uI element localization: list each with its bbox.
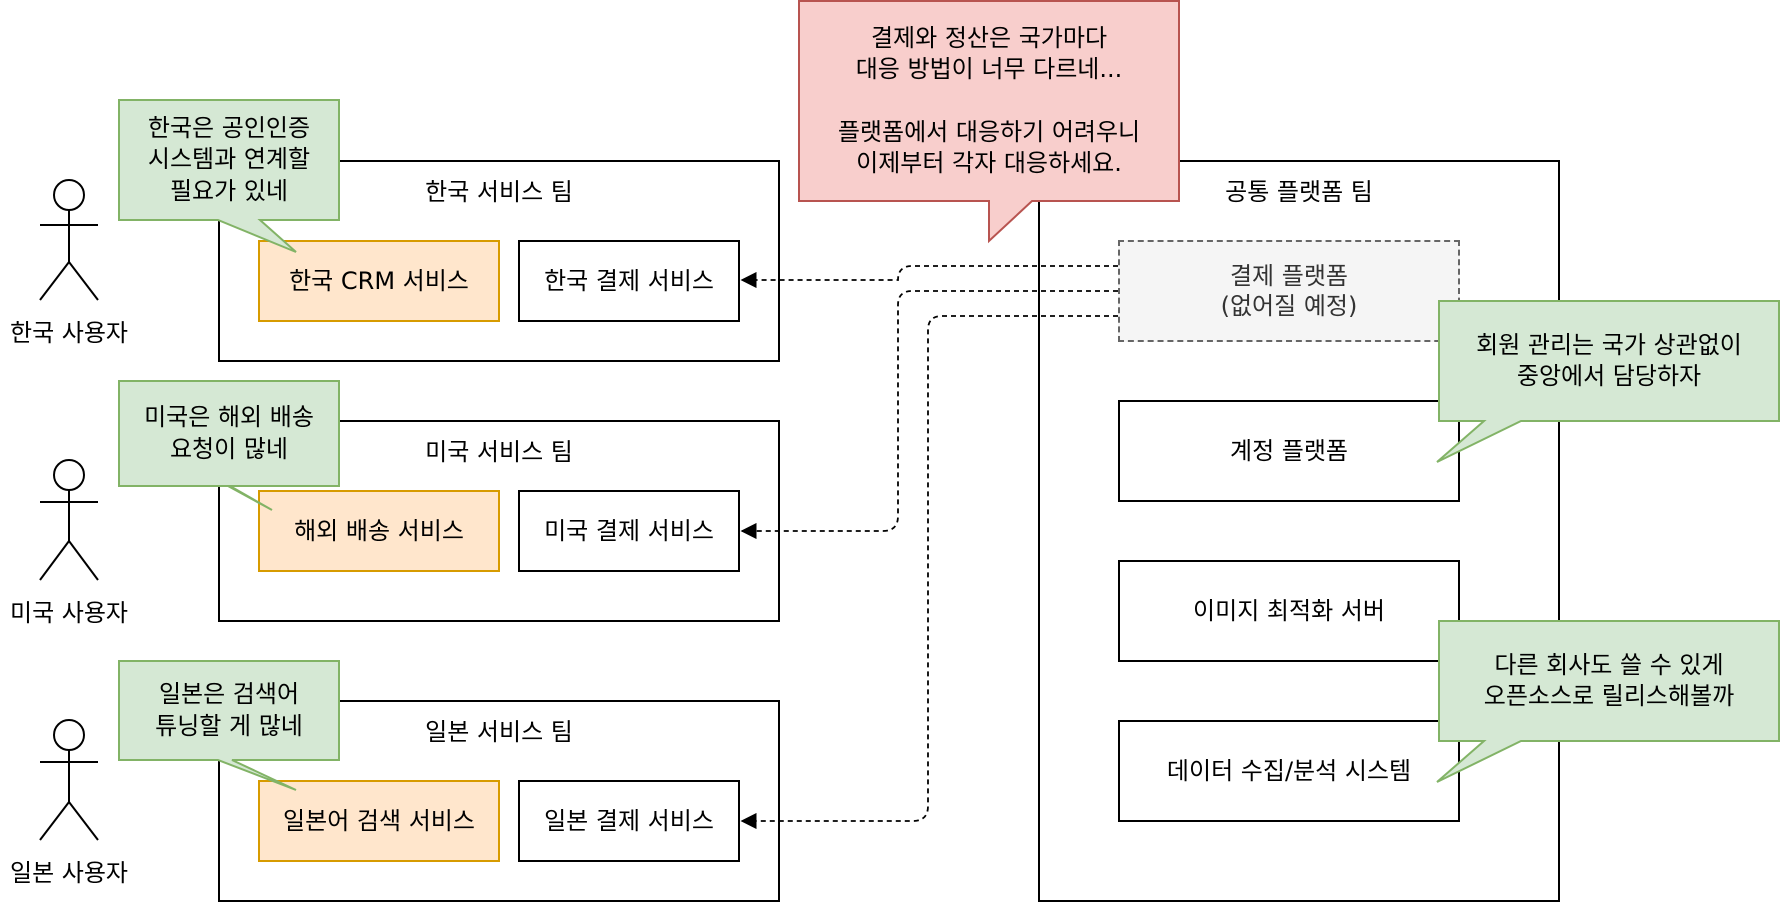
- korea-crm-service: 한국 CRM 서비스: [258, 240, 500, 322]
- japan-search-service: 일본어 검색 서비스: [258, 780, 500, 862]
- korea-user-label: 한국 사용자: [9, 319, 129, 347]
- connector-usa-payment: [740, 290, 1118, 540]
- usa-payment-service: 미국 결제 서비스: [518, 490, 740, 572]
- payment-callout-shape: [798, 0, 1180, 244]
- payment-platform: 결제 플랫폼 (없어질 예정): [1118, 240, 1460, 342]
- usa-callout-shape: [118, 380, 340, 511]
- japan-payment-service: 일본 결제 서비스: [518, 780, 740, 862]
- usa-shipping-service: 해외 배송 서비스: [258, 490, 500, 572]
- korea-team-title: 한국 서비스 팀: [425, 178, 573, 206]
- data-callout-shape: [1436, 620, 1780, 783]
- usa-user-label: 미국 사용자: [9, 599, 129, 627]
- usa-team-title: 미국 서비스 팀: [425, 438, 573, 466]
- image-optimization-server: 이미지 최적화 서버: [1118, 560, 1460, 662]
- korea-callout-text: 한국은 공인인증 시스템과 연계할 필요가 있네: [147, 114, 311, 205]
- japan-user-label: 일본 사용자: [9, 859, 129, 887]
- account-callout-shape: [1436, 300, 1780, 463]
- usa-callout-text: 미국은 해외 배송 요청이 많네: [144, 403, 314, 463]
- korea-payment-service: 한국 결제 서비스: [518, 240, 740, 322]
- japan-callout-shape: [118, 660, 340, 791]
- korea-user-figure: [39, 179, 99, 301]
- account-platform: 계정 플랫폼: [1118, 400, 1460, 502]
- account-callout-text: 회원 관리는 국가 상관없이 중앙에서 담당하자: [1476, 330, 1742, 390]
- connector-korea-payment: [740, 265, 1118, 289]
- japan-user-figure: [39, 719, 99, 841]
- data-analytics-system: 데이터 수집/분석 시스템: [1118, 720, 1460, 822]
- connector-japan-payment: [740, 315, 1118, 830]
- platform-team-title: 공통 플랫폼 팀: [1225, 178, 1373, 206]
- data-callout-text: 다른 회사도 쓸 수 있게 오픈소스로 릴리스해볼까: [1483, 650, 1735, 710]
- japan-team-title: 일본 서비스 팀: [425, 718, 573, 746]
- payment-callout-text: 결제와 정산은 국가마다 대응 방법이 너무 다르네... 플랫폼에서 대응하기…: [837, 24, 1141, 177]
- korea-callout-shape: [118, 99, 340, 253]
- japan-callout-text: 일본은 검색어 튜닝할 게 많네: [155, 680, 303, 740]
- usa-user-figure: [39, 459, 99, 581]
